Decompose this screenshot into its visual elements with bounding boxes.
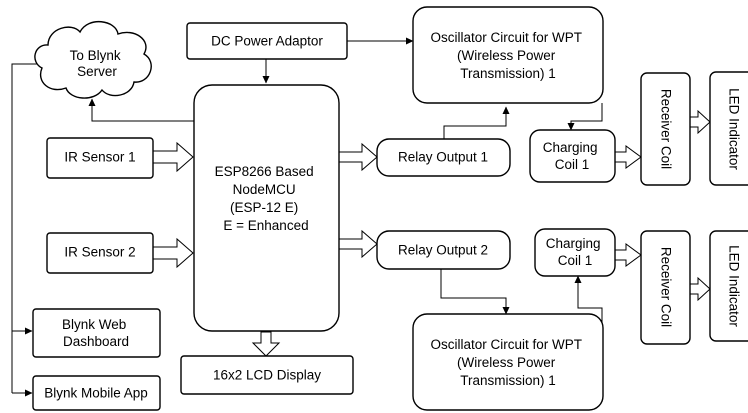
receiver-top-to-led-top-block-arrow	[689, 109, 711, 135]
relay-output-2-block: Relay Output 2	[376, 230, 511, 270]
charging-coil-top-label: Charging Coil 1	[543, 140, 602, 172]
lcd-display-block: 16x2 LCD Display	[180, 355, 354, 395]
charging-coil-top-block: Charging Coil 1	[529, 129, 616, 183]
esp8266-nodemcu-block: ESP8266 Based NodeMCU (ESP-12 E) E = Enh…	[193, 84, 340, 332]
receiver-coil-bottom-block: Receiver Coil	[640, 230, 691, 345]
oscillator-circuit-1-block: Oscillator Circuit for WPT (Wireless Pow…	[412, 6, 604, 104]
led-indicator-top-label: LED Indicator	[726, 88, 741, 170]
ir-sensor-2-label: IR Sensor 2	[64, 245, 135, 260]
receiver-bottom-to-led-bottom-block-arrow	[689, 276, 711, 302]
ir-sensor-2-block: IR Sensor 2	[46, 232, 154, 274]
charging-coil-bottom-label: Charging Coil 1	[546, 236, 605, 268]
to-blynk-server-label: To Blynk Server	[70, 48, 125, 79]
esp8266-nodemcu-label: ESP8266 Based NodeMCU (ESP-12 E) E = Enh…	[215, 164, 318, 233]
ir-sensor-2-to-esp-block-arrow	[152, 237, 194, 269]
ir-sensor-1-label: IR Sensor 1	[64, 150, 135, 165]
led-indicator-top-block: LED Indicator	[709, 71, 748, 186]
receiver-coil-top-block: Receiver Coil	[640, 72, 691, 186]
blynk-web-dashboard-block: Blynk Web Dashboard	[32, 308, 161, 358]
ir-sensor-1-block: IR Sensor 1	[46, 137, 154, 179]
charging-coil-bottom-block: Charging Coil 1	[534, 228, 616, 277]
to-blynk-server-cloud: To Blynk Server	[34, 21, 152, 99]
relay-output-1-block: Relay Output 1	[376, 138, 511, 177]
esp-to-lcd-block-arrow	[251, 331, 281, 357]
dc-power-adaptor-label: DC Power Adaptor	[211, 34, 323, 49]
blynk-mobile-app-block: Blynk Mobile App	[32, 375, 161, 411]
block-arrows	[152, 109, 711, 357]
dc-power-adaptor-block: DC Power Adaptor	[186, 22, 348, 60]
receiver-coil-bottom-label: Receiver Coil	[658, 247, 673, 327]
oscillator-circuit-2-block: Oscillator Circuit for WPT (Wireless Pow…	[412, 313, 604, 411]
ir-sensor-1-to-esp-block-arrow	[152, 141, 194, 173]
lcd-display-label: 16x2 LCD Display	[213, 368, 321, 383]
led-indicator-bottom-label: LED Indicator	[726, 245, 741, 327]
relay-output-1-label: Relay Output 1	[398, 150, 488, 165]
oscillator-circuit-1-label: Oscillator Circuit for WPT (Wireless Pow…	[430, 30, 585, 81]
blynk-mobile-app-label: Blynk Mobile App	[44, 386, 148, 401]
blynk-web-dashboard-label-lines: Blynk Web Dashboard	[62, 317, 130, 349]
charging-coil-top-to-receiver-top-block-arrow	[614, 145, 642, 169]
relay-2-to-oscillator-2-arrow	[440, 269, 510, 315]
relay-1-to-oscillator-1-arrow	[443, 106, 510, 139]
receiver-coil-top-label: Receiver Coil	[658, 89, 673, 169]
esp-to-relay-2-block-arrow	[338, 229, 378, 259]
charging-coil-bottom-to-receiver-bottom-block-arrow	[614, 243, 642, 267]
esp-to-relay-1-block-arrow	[338, 142, 378, 172]
esp-to-blynk-server-arrow	[88, 98, 194, 122]
oscillator-1-to-charging-coil-top-arrow	[567, 103, 603, 131]
blynk-server-trunk-line	[11, 63, 48, 393]
led-indicator-bottom-block: LED Indicator	[709, 230, 748, 342]
oscillator-circuit-2-label: Oscillator Circuit for WPT (Wireless Pow…	[430, 337, 585, 388]
relay-output-2-label: Relay Output 2	[398, 243, 488, 258]
